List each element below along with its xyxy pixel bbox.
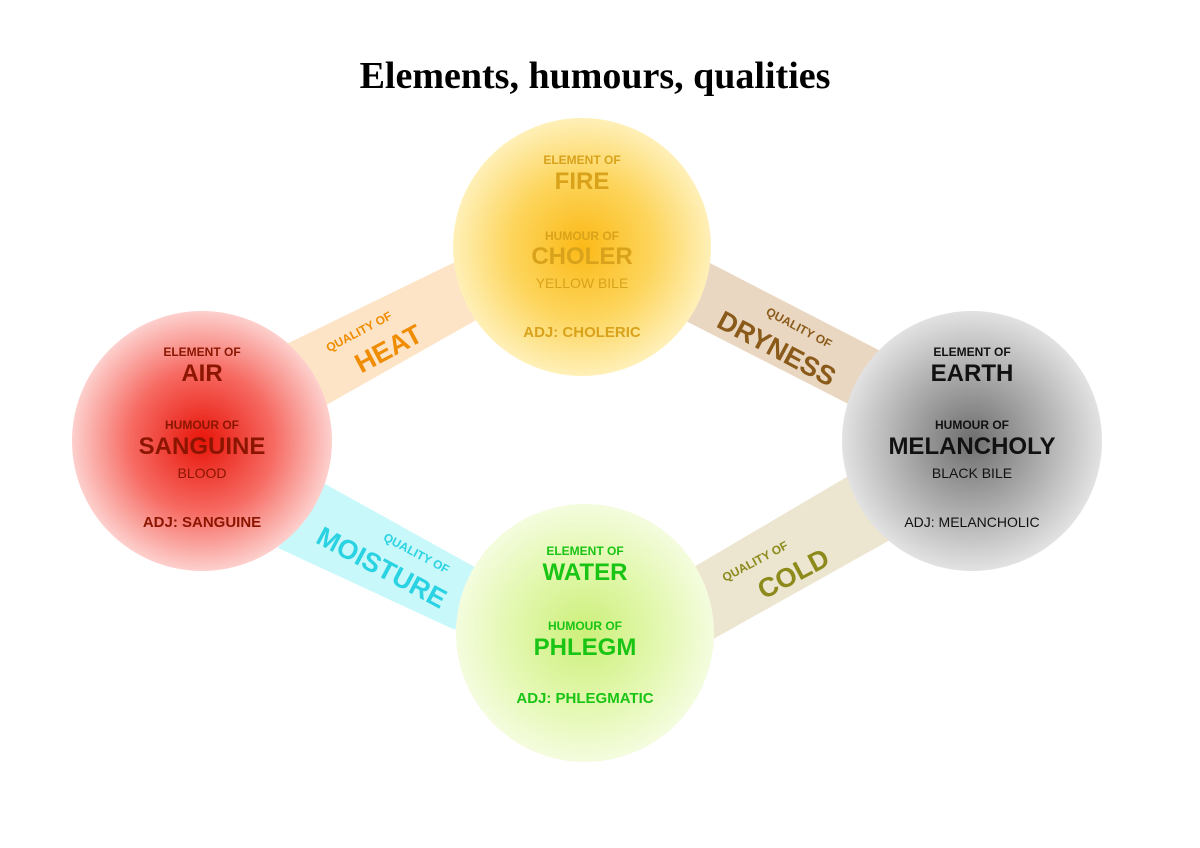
air-node: ELEMENT OF AIR HUMOUR OF SANGUINE BLOOD …: [139, 345, 266, 531]
earth-node: ELEMENT OF EARTH HUMOUR OF MELANCHOLY BL…: [888, 345, 1055, 530]
air-element-label: ELEMENT OF: [163, 345, 240, 359]
water-humour-label: HUMOUR OF: [548, 619, 622, 633]
diagram-title: Elements, humours, qualities: [360, 55, 831, 97]
water-element-label: ELEMENT OF: [546, 544, 623, 558]
water-node: ELEMENT OF WATER HUMOUR OF PHLEGM ADJ: P…: [516, 544, 653, 707]
earth-substance: BLACK BILE: [932, 465, 1012, 481]
earth-element-label: ELEMENT OF: [933, 345, 1010, 359]
fire-element-label: ELEMENT OF: [543, 153, 620, 167]
earth-element-name: EARTH: [931, 360, 1014, 387]
water-humour-name: PHLEGM: [534, 634, 637, 661]
earth-humour-label: HUMOUR OF: [935, 418, 1009, 432]
fire-adjective: ADJ: CHOLERIC: [523, 324, 641, 341]
moisture-band: [278, 480, 480, 630]
water-circle: [456, 504, 714, 762]
air-humour-label: HUMOUR OF: [165, 418, 239, 432]
air-humour-name: SANGUINE: [139, 433, 266, 460]
earth-adjective: ADJ: MELANCHOLIC: [904, 514, 1039, 530]
fire-node: ELEMENT OF FIRE HUMOUR OF CHOLER YELLOW …: [523, 153, 641, 341]
dryness-band: [680, 262, 898, 415]
earth-circle: [842, 311, 1102, 571]
fire-circle: [453, 118, 711, 376]
heat-band: [262, 262, 485, 420]
water-element-name: WATER: [543, 559, 628, 586]
air-element-name: AIR: [181, 360, 222, 387]
earth-humour-name: MELANCHOLY: [888, 433, 1055, 460]
air-substance: BLOOD: [177, 465, 226, 481]
cold-band: [682, 468, 890, 642]
air-adjective: ADJ: SANGUINE: [143, 514, 261, 531]
fire-substance: YELLOW BILE: [536, 275, 629, 291]
air-circle: [72, 311, 332, 571]
fire-humour-name: CHOLER: [531, 243, 632, 270]
water-adjective: ADJ: PHLEGMATIC: [516, 690, 653, 707]
fire-humour-label: HUMOUR OF: [545, 229, 619, 243]
fire-element-name: FIRE: [555, 168, 610, 195]
